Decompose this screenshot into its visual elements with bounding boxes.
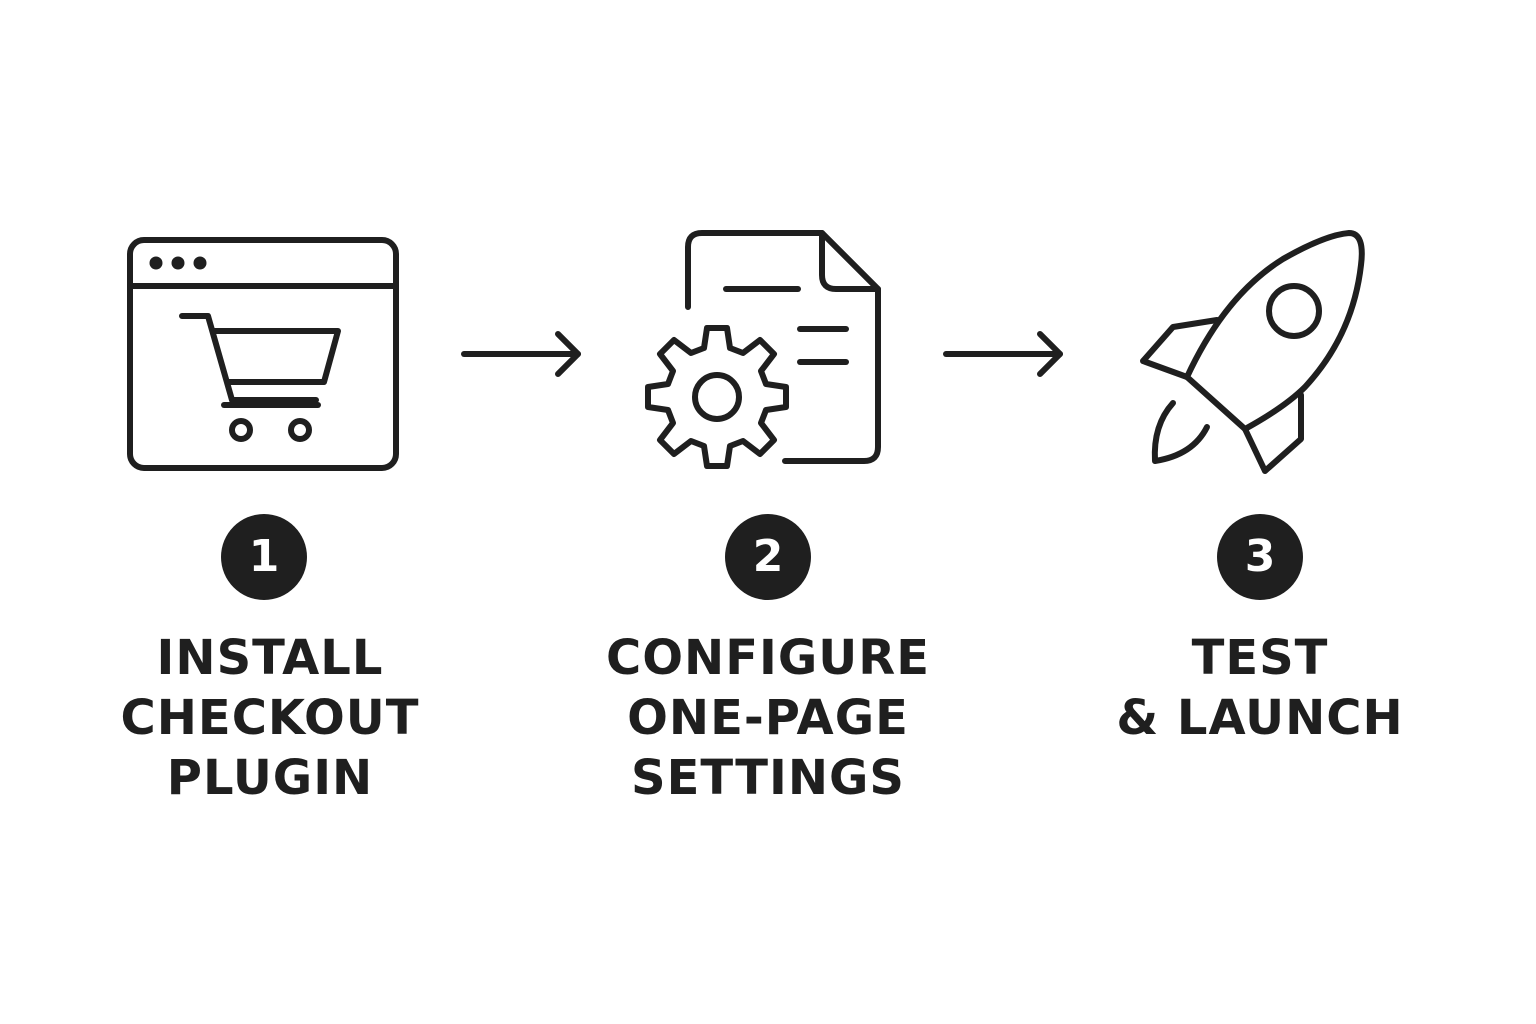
step-number-badge: 2 [725, 514, 811, 600]
step-label: TEST & LAUNCH [1050, 628, 1470, 748]
rocket-icon [1140, 230, 1365, 474]
step-label-line: SETTINGS [631, 750, 905, 806]
step-label-line: CONFIGURE [606, 630, 930, 686]
step-label: CONFIGURE ONE-PAGE SETTINGS [558, 628, 978, 808]
step-number-badge: 3 [1217, 514, 1303, 600]
browser-cart-icon [127, 237, 399, 471]
step-label-line: CHECKOUT [120, 690, 420, 746]
step-label-line: PLUGIN [166, 750, 374, 806]
arrow-right-icon [461, 331, 581, 377]
step-label-line: & LAUNCH [1116, 690, 1404, 746]
arrow-right-icon [943, 331, 1063, 377]
document-gear-icon [645, 230, 881, 469]
step-label-line: ONE-PAGE [627, 690, 909, 746]
step-number-badge: 1 [221, 514, 307, 600]
step-label-line: TEST [1191, 630, 1329, 686]
step-label-line: INSTALL [156, 630, 384, 686]
step-label: INSTALL CHECKOUT PLUGIN [60, 628, 480, 808]
